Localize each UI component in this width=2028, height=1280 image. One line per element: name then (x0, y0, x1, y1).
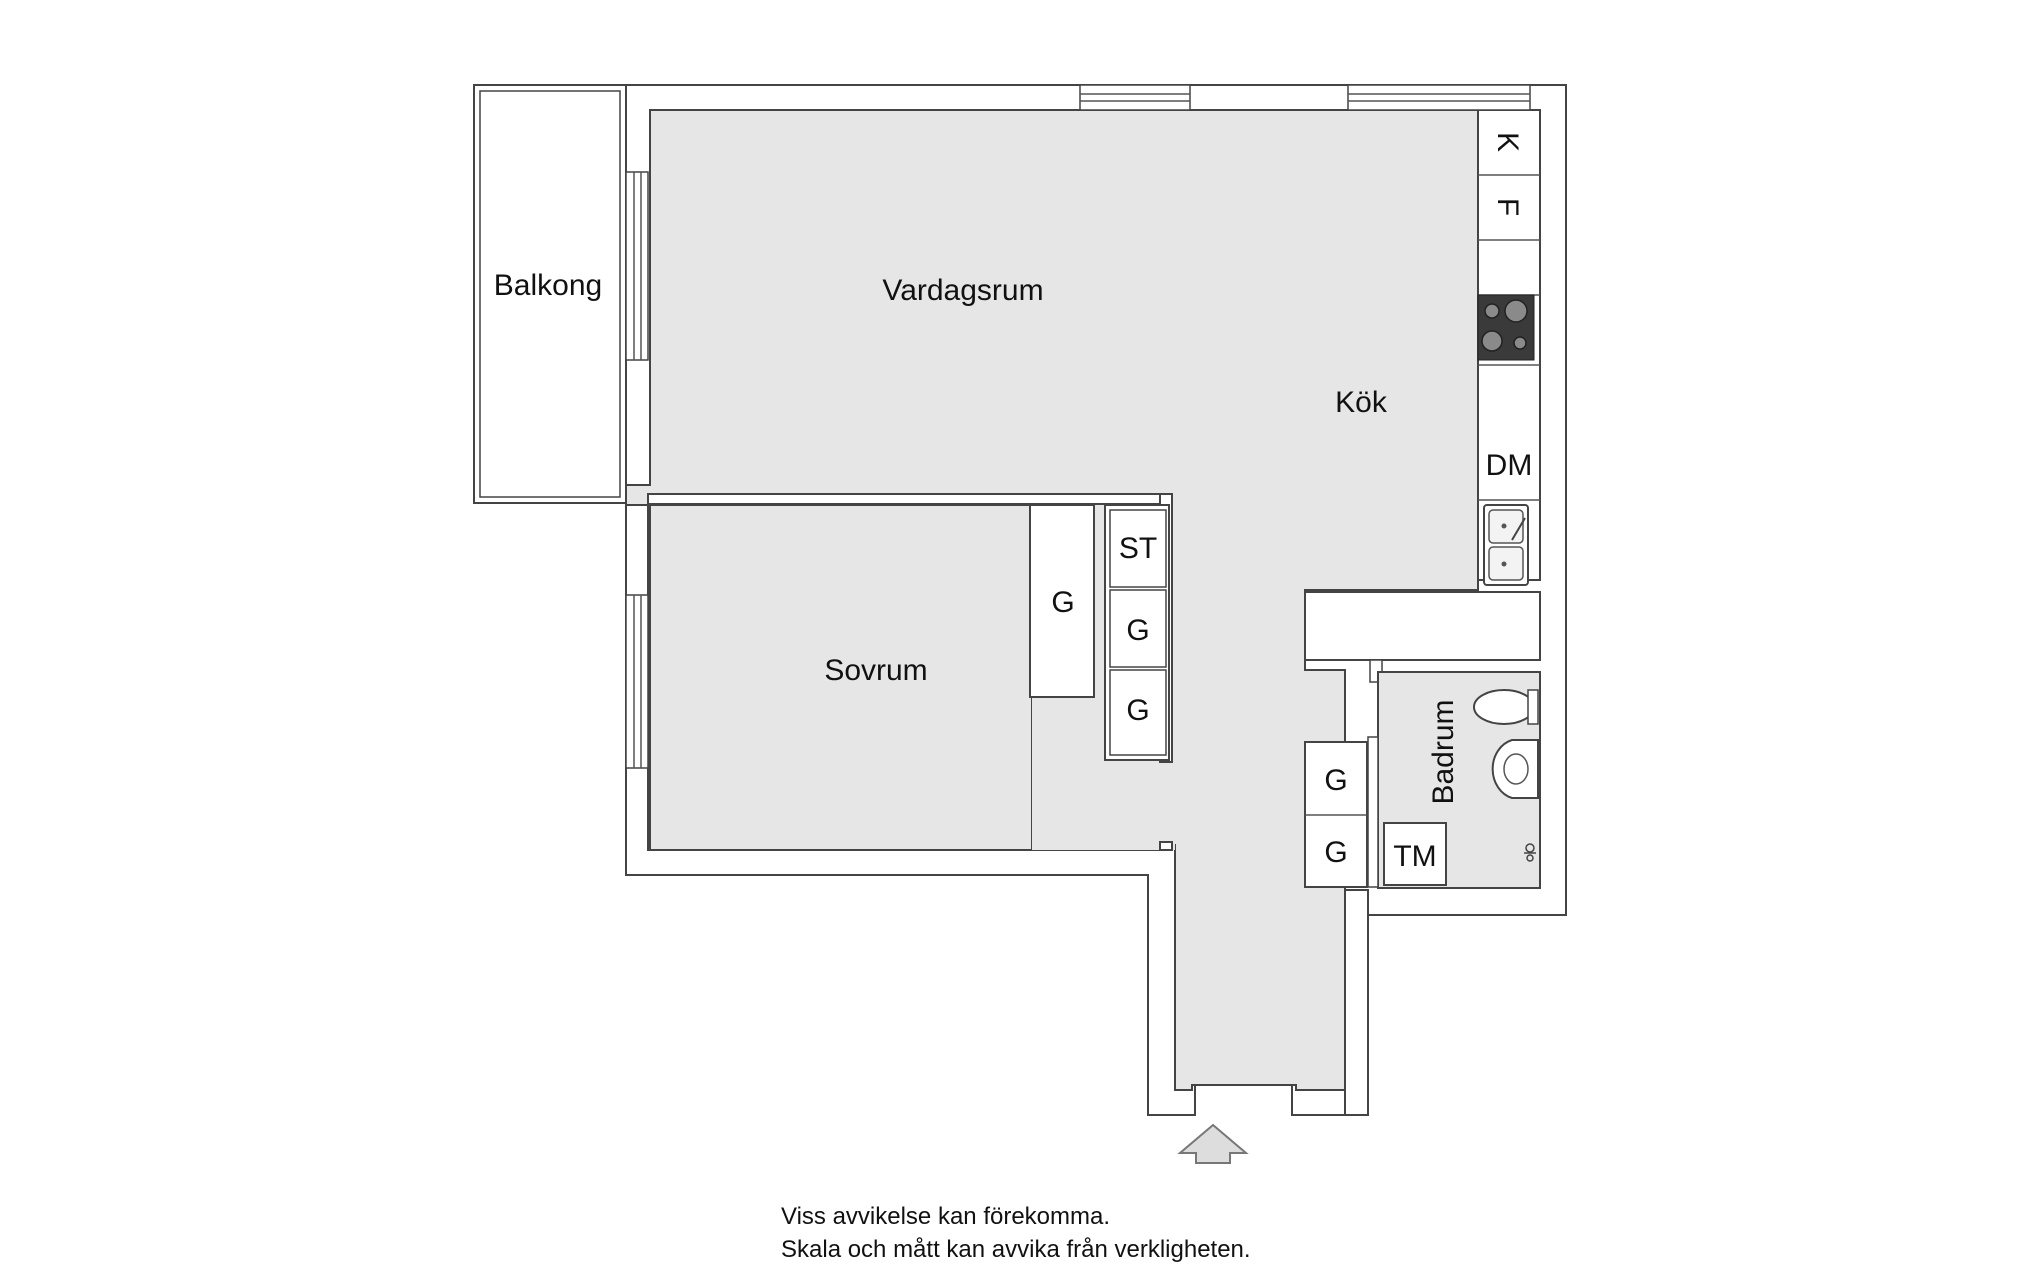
window (625, 84, 1531, 769)
hall-wardrobe (1304, 741, 1368, 888)
fixture-label-wardrobe: G (1051, 586, 1074, 619)
fixture-label-wardrobe: G (1324, 764, 1347, 797)
room-label-living: Vardagsrum (882, 274, 1043, 307)
shower-icon (1524, 843, 1536, 862)
corridor-east-wall (1344, 889, 1369, 1116)
fixture-label-wardrobe: G (1126, 614, 1149, 647)
room-label-bathroom: Badrum (1427, 699, 1460, 804)
toilet-icon (1473, 689, 1539, 725)
fixture-label-fridge: F (1491, 198, 1524, 216)
fixture-label-dishwasher: DM (1486, 449, 1533, 482)
room-label-balcony: Balkong (494, 269, 602, 302)
room-label-kitchen: Kök (1335, 386, 1388, 419)
fixture-label-wardrobe: G (1126, 694, 1149, 727)
disclaimer-line: Viss avvikelse kan förekomma. (781, 1203, 1111, 1230)
disclaimer: Viss avvikelse kan förekomma. Skala och … (781, 1200, 1251, 1266)
washbasin-icon (1491, 739, 1539, 799)
disclaimer-line: Skala och mått kan avvika från verklighe… (781, 1236, 1251, 1263)
bedroom-wardrobe (1029, 504, 1170, 761)
stove-icon (1477, 294, 1535, 361)
room-label-bedroom: Sovrum (824, 654, 927, 687)
fixture-label-linen-cabinet: ST (1119, 532, 1157, 565)
fixture-label-wardrobe: G (1324, 836, 1347, 869)
fixture-label-washing-machine: TM (1393, 840, 1436, 873)
balcony (473, 84, 627, 504)
kitchen-sink-icon (1483, 504, 1529, 586)
entrance-arrow-icon (1177, 1123, 1249, 1164)
bedroom-area (649, 504, 1033, 851)
fixture-label-freezer: K (1491, 132, 1524, 152)
